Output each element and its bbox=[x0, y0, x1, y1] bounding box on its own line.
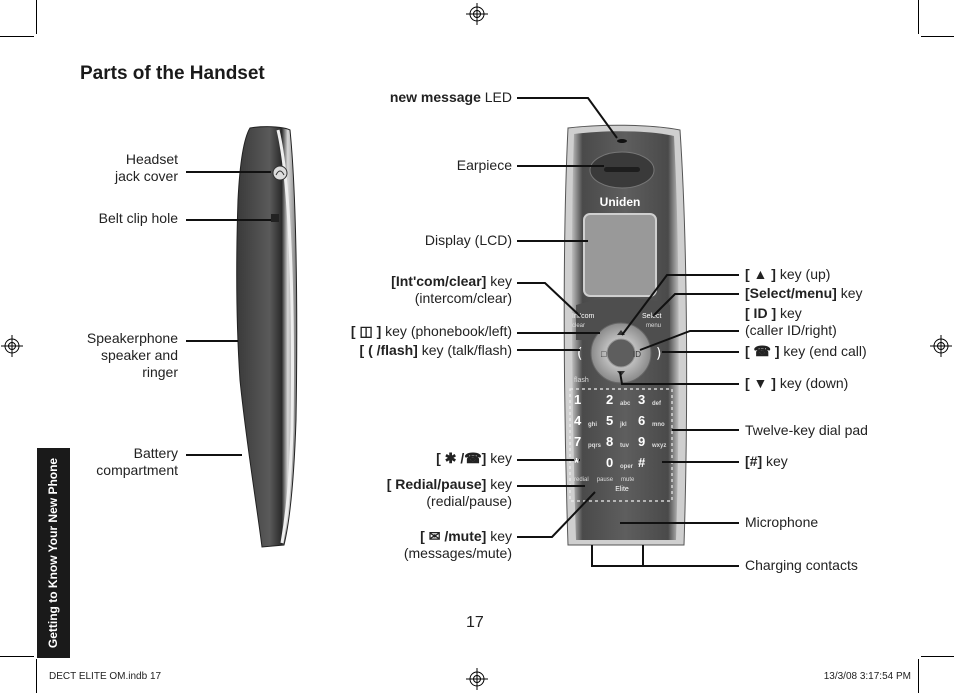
handset-side-view bbox=[236, 126, 298, 548]
label-end-call: [ ☎ ] key (end call) bbox=[745, 343, 867, 359]
dial-key[interactable]: 1 bbox=[574, 392, 582, 407]
label-phonebook: [ ◫ ] key (phonebook/left) bbox=[350, 323, 512, 339]
label-new-message-led: new message LED bbox=[389, 89, 512, 105]
crop-mark bbox=[921, 36, 954, 37]
registration-mark-right bbox=[930, 335, 952, 357]
footer-timestamp: 13/3/08 3:17:54 PM bbox=[823, 671, 911, 682]
dial-key[interactable]: * bbox=[574, 455, 580, 470]
label-hash-key: [#] key bbox=[745, 453, 788, 469]
label-dial-pad: Twelve-key dial pad bbox=[745, 422, 868, 438]
crop-mark bbox=[918, 0, 919, 34]
label-up-key: [ ▲ ] key (up) bbox=[745, 266, 831, 282]
leader-lines bbox=[186, 97, 739, 567]
phonebook-icon: ◫ bbox=[359, 323, 373, 339]
dial-pad-bottom-row: redial pause mute bbox=[574, 477, 670, 483]
label-down-key: [ ▼ ] key (down) bbox=[745, 375, 849, 391]
page-number: 17 bbox=[466, 614, 484, 631]
svg-text:(: ( bbox=[577, 346, 582, 362]
redial-key-label: redial bbox=[574, 477, 589, 483]
label-flash: [ ( /flash] key (talk/flash) bbox=[359, 342, 512, 358]
label-caller-id: [ ID ] key (caller ID/right) bbox=[745, 305, 837, 338]
label-star-key: [ ✱ /☎] key bbox=[436, 450, 512, 466]
svg-text:Int'com: Int'com bbox=[572, 313, 595, 320]
label-redial: [ Redial/pause] key (redial/pause) bbox=[386, 476, 512, 509]
label-select-menu: [Select/menu] key bbox=[745, 285, 863, 301]
svg-text:Select: Select bbox=[642, 313, 662, 320]
crop-mark bbox=[921, 656, 954, 657]
registration-mark-bottom bbox=[466, 668, 488, 690]
svg-text:Uniden: Uniden bbox=[600, 195, 641, 209]
mute-key-label: mute bbox=[621, 477, 635, 483]
crop-mark bbox=[0, 36, 34, 37]
label-intcom: [Int'com/clear] key (intercom/clear) bbox=[391, 273, 512, 306]
label-mute: [ ✉ /mute] key (messages/mute) bbox=[403, 528, 512, 561]
svg-text:menu: menu bbox=[646, 323, 661, 329]
registration-mark-left bbox=[1, 335, 23, 357]
crop-mark bbox=[36, 0, 37, 34]
svg-text:clear: clear bbox=[572, 323, 585, 329]
footer-file-info: DECT ELITE OM.indb 17 bbox=[49, 671, 162, 682]
crop-mark bbox=[0, 656, 34, 657]
model-name: Elite bbox=[615, 486, 629, 493]
registration-mark-top bbox=[466, 3, 488, 25]
page-title: Parts of the Handset bbox=[80, 63, 265, 84]
svg-text:□: □ bbox=[601, 349, 607, 359]
crop-mark bbox=[918, 659, 919, 693]
label-earpiece: Earpiece bbox=[456, 157, 512, 173]
crop-mark bbox=[36, 659, 37, 693]
svg-text:flash: flash bbox=[574, 377, 589, 384]
pause-key-label: pause bbox=[596, 477, 614, 483]
label-display: Display (LCD) bbox=[424, 232, 512, 248]
dial-key[interactable]: # bbox=[638, 455, 646, 470]
label-charging-contacts: Charging contacts bbox=[745, 557, 858, 573]
label-belt-clip: Belt clip hole bbox=[98, 210, 178, 226]
label-microphone: Microphone bbox=[745, 514, 819, 530]
svg-text:ID: ID bbox=[633, 350, 641, 359]
handset-front-view: Uniden Int'com clear Select menu □ ID ( … bbox=[563, 124, 688, 546]
svg-text:): ) bbox=[656, 346, 661, 362]
section-tab: Getting to Know Your New Phone bbox=[37, 448, 70, 658]
